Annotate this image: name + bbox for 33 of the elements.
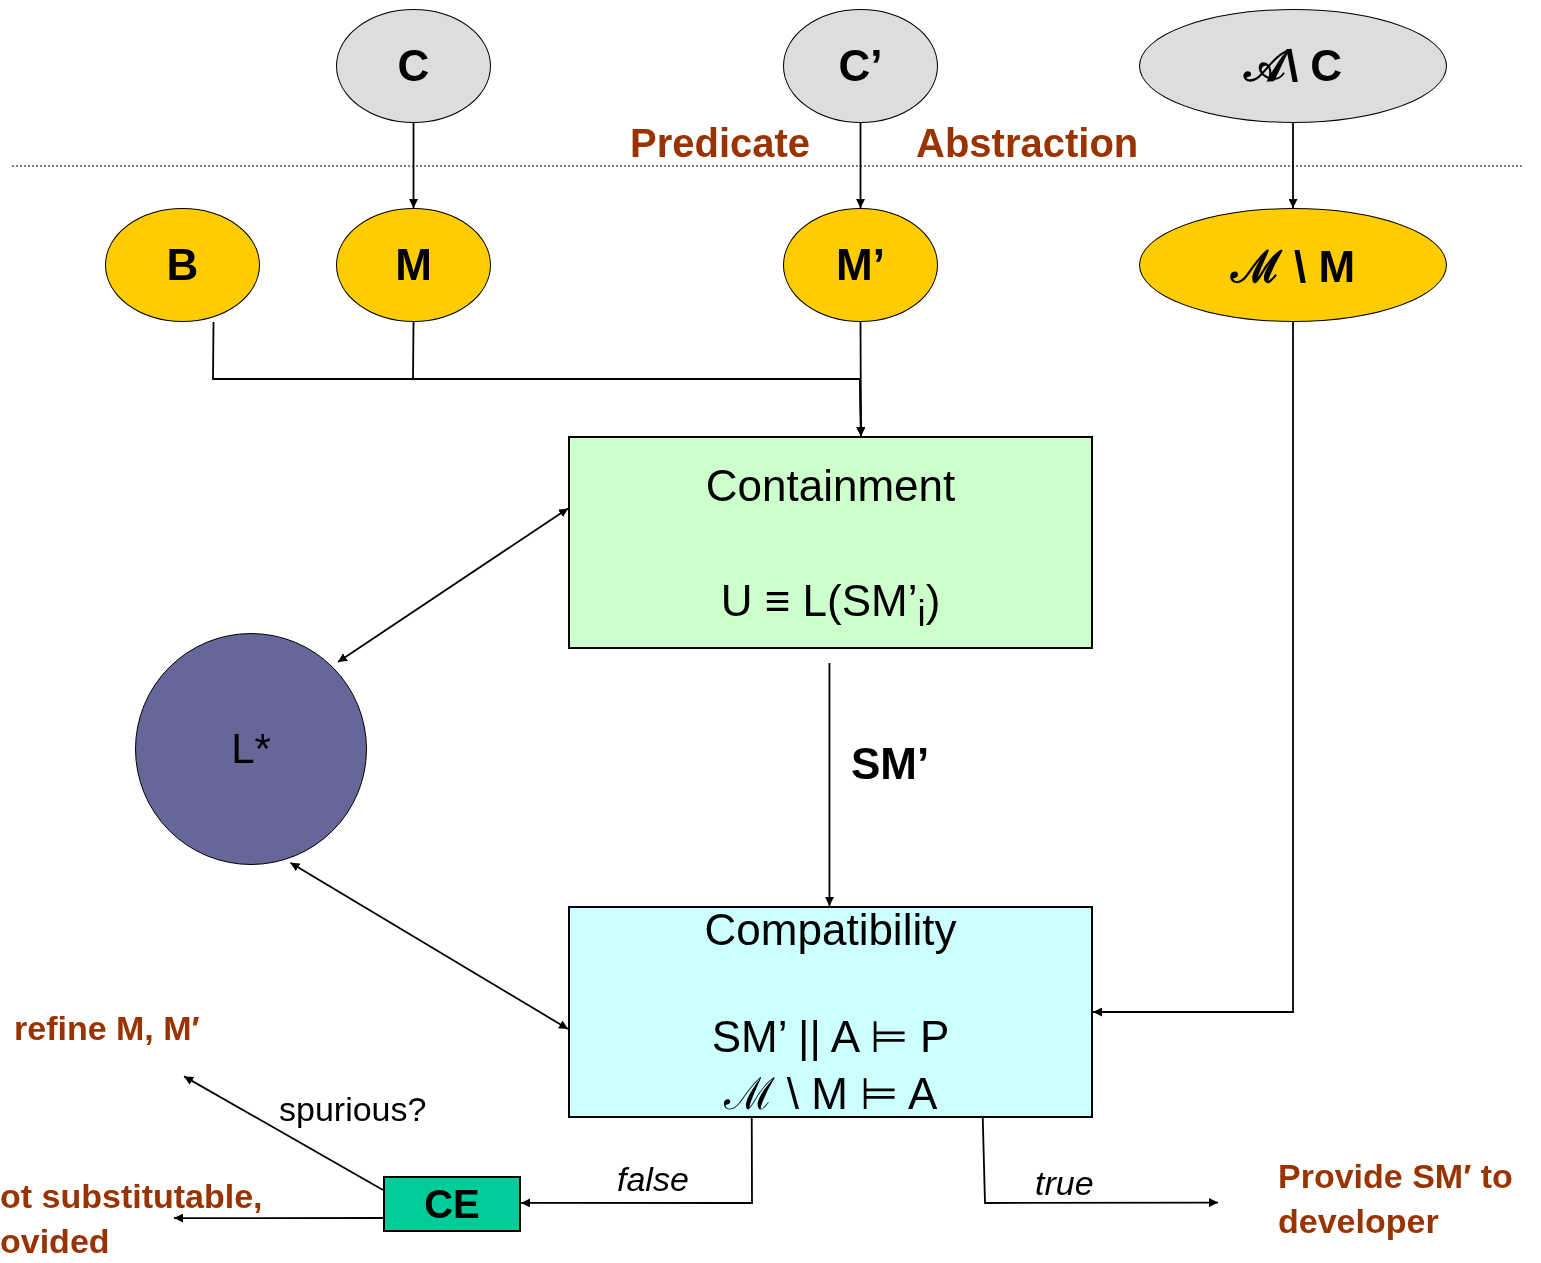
note-text: Provide SM′ to developer (1278, 1154, 1528, 1244)
arrow (409, 122, 418, 209)
arrow (981, 1117, 1219, 1208)
ellipse-node: M (336, 208, 491, 322)
arrow (173, 1213, 384, 1223)
ellipse-node: M’ (783, 208, 938, 322)
ellipse-node: C’ (783, 9, 938, 123)
arrow (520, 1117, 753, 1208)
box-heading: Compatibility (704, 904, 957, 956)
box-heading: Containment (705, 460, 956, 512)
ellipse-node: C (336, 9, 491, 123)
section-label: Abstraction (916, 123, 1139, 163)
arrow (337, 507, 569, 663)
formula-text: U ≡ L(SM’$_{i}$) (720, 574, 941, 636)
arrow (289, 861, 569, 1030)
process-box (568, 906, 1093, 1118)
ellipse-node: 𝒜\ C (1139, 9, 1447, 123)
arrow (824, 662, 834, 907)
arrow (183, 1075, 384, 1191)
arrow (1288, 122, 1298, 209)
process-box (568, 436, 1093, 649)
note-text: refine M, M′ (14, 1006, 284, 1050)
arrow (1092, 321, 1294, 1017)
process-box: CE (383, 1176, 521, 1232)
ellipse-node: ℳ \ M (1139, 208, 1447, 322)
arrow (856, 321, 866, 437)
formula-text: SM’ || A ⊨ P (711, 1010, 950, 1063)
circle-node: L* (135, 633, 367, 865)
note-text: ot substitutable, ovided (0, 1174, 300, 1263)
ellipse-node: B (105, 208, 260, 322)
formula-text: ℳ \ M ⊨ A (723, 1067, 938, 1120)
arrow (856, 122, 865, 209)
section-label: Predicate (630, 123, 811, 163)
